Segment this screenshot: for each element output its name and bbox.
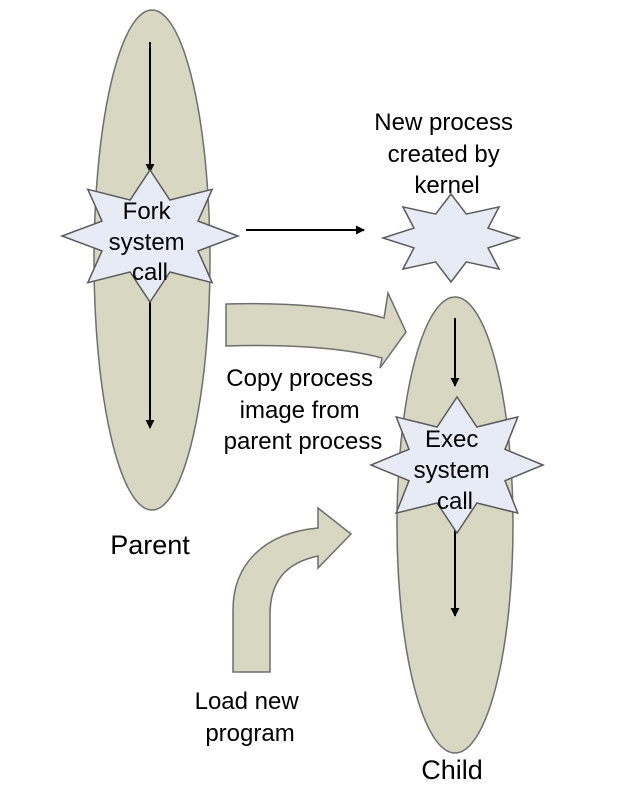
copy-process-note-line: parent process: [224, 428, 383, 455]
new-process-star: [380, 192, 522, 284]
load-program-note-line: program: [205, 720, 294, 747]
new-process-note-line: created by: [388, 141, 500, 168]
copy-process-note: Copy process image from parent process: [224, 365, 383, 455]
fork-star-line: system: [109, 229, 185, 256]
copy-block-arrow: [225, 290, 407, 369]
exec-star: [369, 395, 545, 535]
new-process-note-line: New process: [374, 109, 513, 136]
load-curved-block-arrow: [232, 506, 353, 673]
new-process-note: New process created by kernel: [374, 109, 519, 199]
load-program-note-line: Load new: [195, 688, 300, 715]
fork-star-line: Fork: [123, 198, 172, 225]
copy-process-note-line: image from: [240, 397, 360, 424]
load-program-note: Load new program: [195, 688, 306, 747]
parent-label: Parent: [110, 530, 190, 560]
fork-star-label: Fork system call: [109, 198, 192, 286]
exec-star-line: call: [437, 488, 473, 515]
exec-star-line: Exec: [425, 426, 478, 453]
copy-process-note-line: Copy process: [226, 365, 373, 392]
fork-star: [59, 168, 241, 304]
fork-star-line: call: [132, 259, 168, 286]
new-process-note-line: kernel: [414, 172, 479, 199]
exec-star-label: Exec system call: [414, 426, 497, 515]
child-label: Child: [421, 755, 483, 785]
exec-star-line: system: [414, 457, 490, 484]
